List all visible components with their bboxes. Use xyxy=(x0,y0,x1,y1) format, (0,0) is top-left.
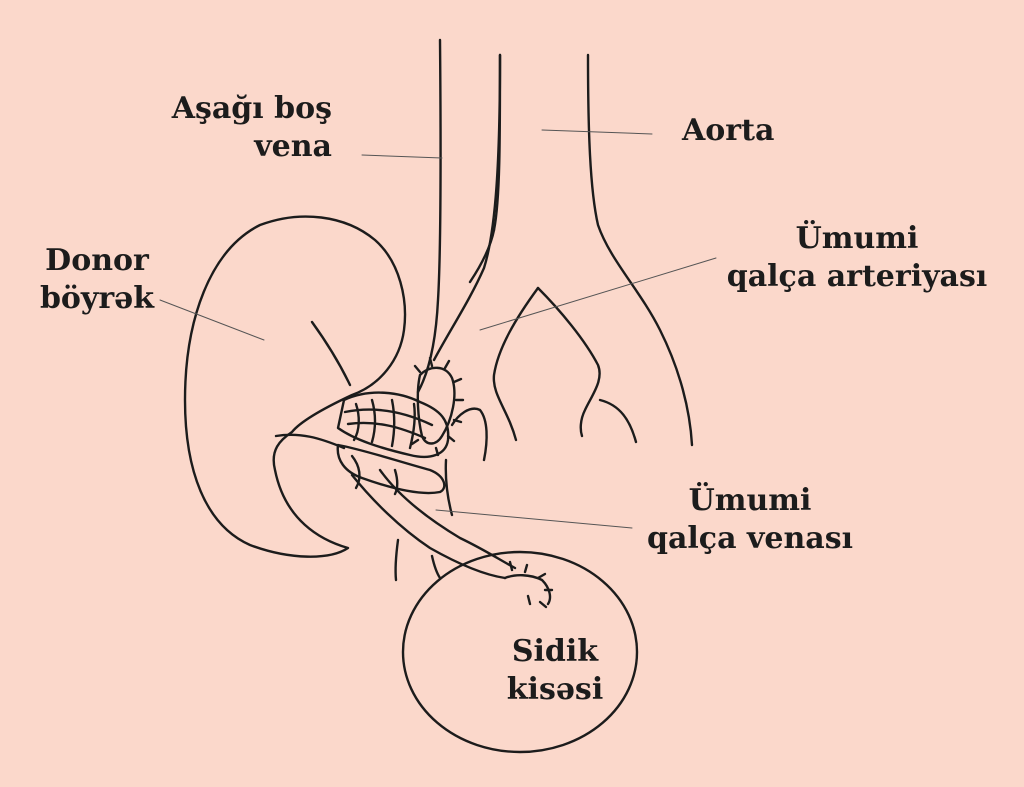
label-common-iliac-vein: Ümumi qalça venası xyxy=(640,482,860,558)
label-aorta-line1: Aorta xyxy=(682,113,775,148)
label-bladder-line1: Sidik xyxy=(511,634,599,669)
label-ivc-line1: Aşağı boş xyxy=(171,91,332,126)
leader-lines xyxy=(159,129,717,529)
label-aorta: Aorta xyxy=(682,112,774,150)
ureter xyxy=(350,468,554,609)
label-common-iliac-artery-line2: qalça arteriyası xyxy=(726,259,988,294)
ivc-leader xyxy=(361,154,443,159)
label-ivc: Aşağı boş vena xyxy=(172,90,332,166)
bladder-outline xyxy=(401,550,639,754)
label-common-iliac-artery-line1: Ümumi xyxy=(795,221,919,256)
donor-kidney xyxy=(183,215,407,558)
label-donor-kidney-line2: böyrək xyxy=(39,281,155,316)
aorta-vessel xyxy=(468,53,694,447)
label-bladder-line2: kisəsi xyxy=(506,672,604,707)
ivc-vessel xyxy=(416,38,502,394)
label-common-iliac-vein-line2: qalça venası xyxy=(646,521,853,556)
artery-leader xyxy=(479,257,717,331)
aorta-leader xyxy=(541,129,653,135)
kidney-leader xyxy=(159,299,265,341)
label-ivc-line2: vena xyxy=(254,129,332,164)
label-common-iliac-vein-line1: Ümumi xyxy=(688,483,812,518)
vein-leader xyxy=(435,509,633,529)
hilum-vessels xyxy=(336,356,488,517)
label-common-iliac-artery: Ümumi qalça arteriyası xyxy=(712,220,1002,296)
label-bladder: Sidik kisəsi xyxy=(480,633,630,709)
label-donor-kidney: Donor böyrək xyxy=(24,242,170,318)
label-donor-kidney-line1: Donor xyxy=(45,243,149,278)
